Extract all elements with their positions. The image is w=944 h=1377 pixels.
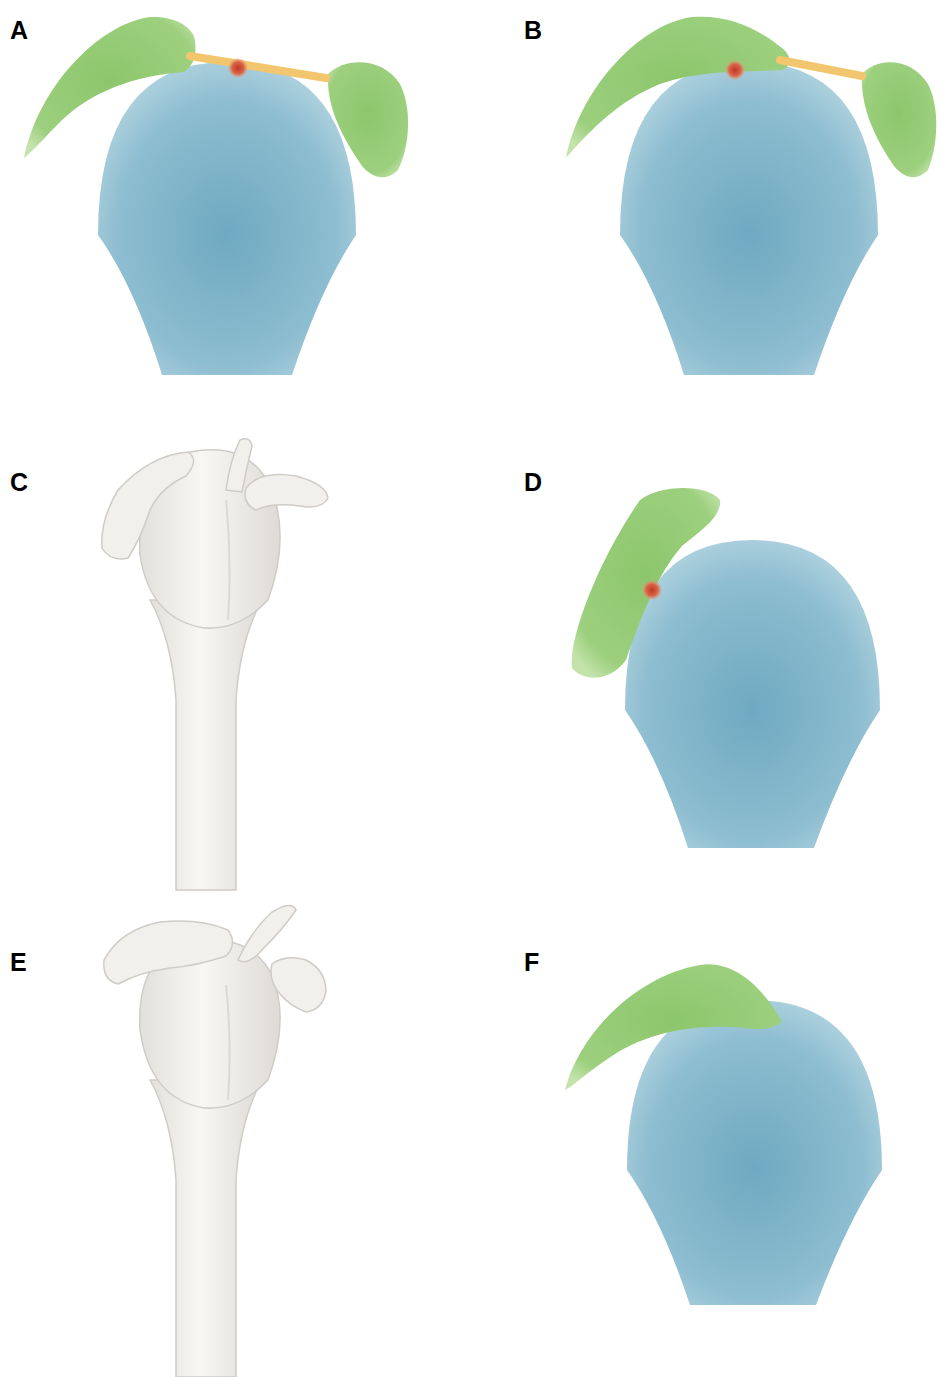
coracoid	[328, 62, 408, 177]
acromion	[565, 964, 782, 1090]
panel-a-drawing	[24, 17, 408, 375]
scapular-spine	[238, 905, 296, 961]
panel-letter: C	[10, 470, 28, 495]
ligament	[190, 56, 326, 78]
ligament	[780, 60, 862, 76]
panel-letter: A	[10, 18, 28, 43]
acromion	[102, 452, 194, 559]
acromion	[24, 17, 196, 158]
humeral-head	[625, 540, 880, 848]
contact-point	[228, 58, 248, 78]
panel-letter: B	[524, 18, 542, 43]
humeral-head	[98, 62, 356, 375]
panel-c-render	[102, 439, 328, 890]
contact-point	[725, 60, 745, 80]
coracoid	[862, 62, 936, 177]
panel-letter: D	[524, 470, 542, 495]
panel-d-drawing	[572, 488, 880, 848]
panel-f-drawing	[565, 964, 882, 1305]
humeral-head	[627, 1000, 882, 1305]
panel-letter: E	[10, 950, 27, 975]
acromion	[566, 17, 790, 158]
scapular-spine	[226, 439, 252, 492]
acromion	[104, 921, 233, 984]
coracoid	[245, 475, 328, 511]
contact-point	[642, 580, 662, 600]
humeral-head	[620, 62, 878, 375]
panel-e-render	[104, 905, 326, 1377]
humerus-shaft	[150, 600, 262, 890]
panel-letter: F	[524, 950, 539, 975]
coracoid	[271, 958, 326, 1012]
panel-b-drawing	[566, 17, 936, 375]
humerus-shaft	[150, 1080, 262, 1377]
acromion	[572, 488, 720, 678]
